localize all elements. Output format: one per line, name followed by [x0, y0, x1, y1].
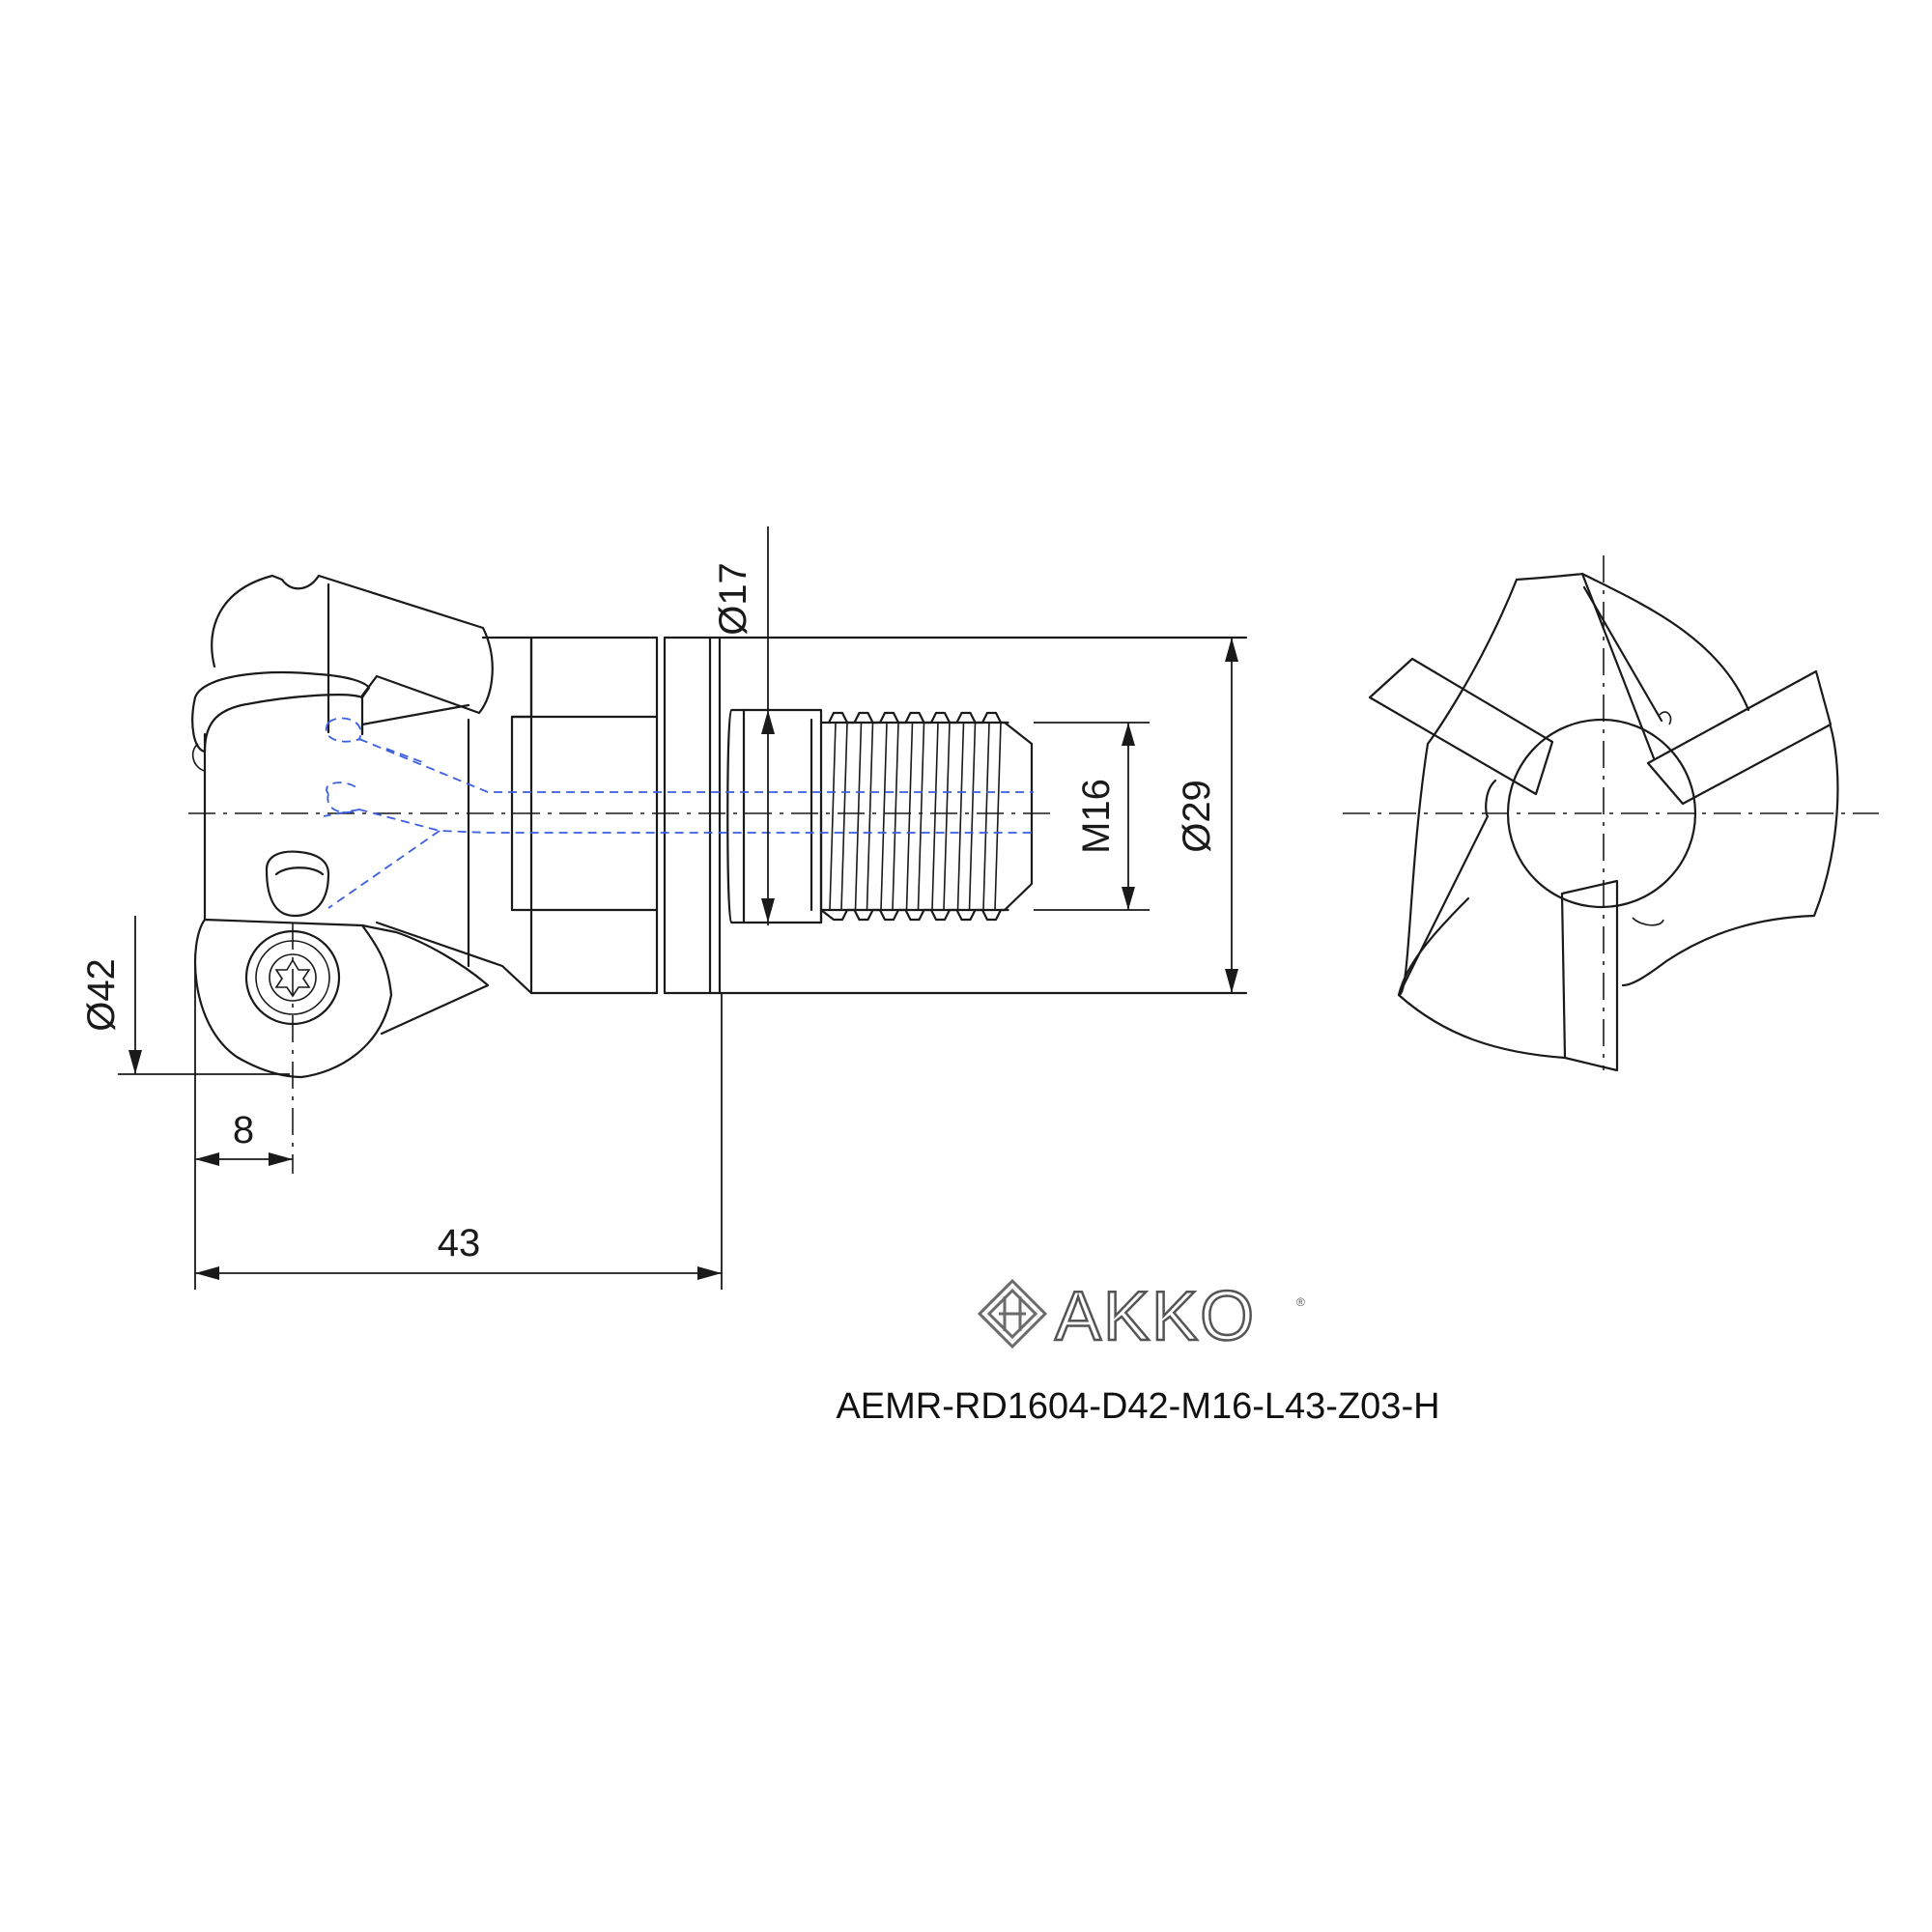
dim-8-label: 8: [233, 1109, 254, 1151]
end-relief: [1632, 711, 1672, 926]
dimensions: Ø17 M16 Ø29 Ø42 8 43: [80, 526, 1238, 1290]
thread-crest-top: [827, 711, 1009, 724]
dim-d29-arrow-bottom: [1225, 969, 1238, 993]
end-insert-top: [1368, 657, 1554, 796]
shank-outline: [726, 708, 823, 924]
end-view: [1343, 555, 1879, 1072]
dim-d42-label: Ø42: [80, 958, 123, 1032]
thread-flank: [917, 722, 925, 911]
dim-m16-label: M16: [1075, 779, 1118, 854]
thread-flank: [880, 722, 888, 911]
thread-flank: [854, 722, 863, 911]
dim-d29-arrow-top: [1225, 638, 1238, 662]
thread-flank: [931, 722, 939, 911]
top-insert-body: [211, 574, 494, 736]
thread-flank: [956, 722, 965, 911]
coolant-channel-side: [323, 748, 440, 909]
dim-43-label: 43: [438, 1222, 481, 1264]
body-cone-bottom: [375, 921, 533, 995]
side-view: [188, 574, 1248, 1174]
brand-name: AKKO: [1055, 1278, 1256, 1355]
thread-crest-bottom: [819, 908, 1009, 922]
coolant-hole: [265, 850, 330, 918]
thread-flank: [829, 722, 837, 911]
akko-logo: AKKO ®: [977, 1277, 1305, 1356]
top-small-lobe: [191, 743, 206, 772]
thread-flank: [840, 722, 848, 911]
dim-8-arrow-left: [195, 1152, 219, 1166]
end-insert-bottom: [1560, 879, 1619, 1072]
registered-mark: ®: [1296, 1295, 1305, 1309]
dim-d42-arrow: [128, 1050, 142, 1074]
thread-flank: [994, 722, 1002, 911]
dim-d17-arrow-top: [761, 710, 775, 734]
dim-m16-arrow-bottom: [1122, 887, 1135, 910]
end-edge-left: [1397, 779, 1497, 997]
insert-screw-inner: [269, 953, 317, 1002]
neck: [510, 636, 659, 995]
dim-43-arrow-left: [195, 1266, 219, 1280]
thread-flank: [866, 722, 874, 911]
part-number: AEMR-RD1604-D42-M16-L43-Z03-H: [836, 1386, 1439, 1427]
end-edge-top2: [1580, 572, 1656, 760]
dim-8-arrow-right: [269, 1152, 293, 1166]
thread-flank: [943, 722, 951, 911]
collar-flange: [663, 636, 722, 995]
thread-flank: [982, 722, 990, 911]
dim-d17-label: Ø17: [712, 562, 754, 636]
dim-m16-arrow-top: [1122, 723, 1135, 746]
dim-d29-label: Ø29: [1176, 780, 1218, 853]
bottom-insert-pocket: [360, 923, 490, 1036]
thread-flank: [968, 722, 977, 911]
coolant-channel-upper: [326, 717, 1034, 793]
end-insert-right: [1646, 669, 1833, 806]
top-insert-seat: [203, 703, 470, 922]
akko-logo-icon: [977, 1278, 1048, 1350]
dim-43-arrow-right: [697, 1266, 722, 1280]
end-body-outline: [1397, 572, 1839, 1060]
bottom-insert-body: [193, 918, 393, 1079]
thread-flank: [905, 722, 914, 911]
dim-d17-arrow-bottom: [761, 898, 775, 923]
thread-flank: [892, 722, 899, 911]
coolant-channel-lower: [326, 781, 1034, 834]
end-bore: [1506, 718, 1697, 909]
thread-profile: [819, 711, 1009, 922]
top-insert-pad: [191, 670, 371, 753]
